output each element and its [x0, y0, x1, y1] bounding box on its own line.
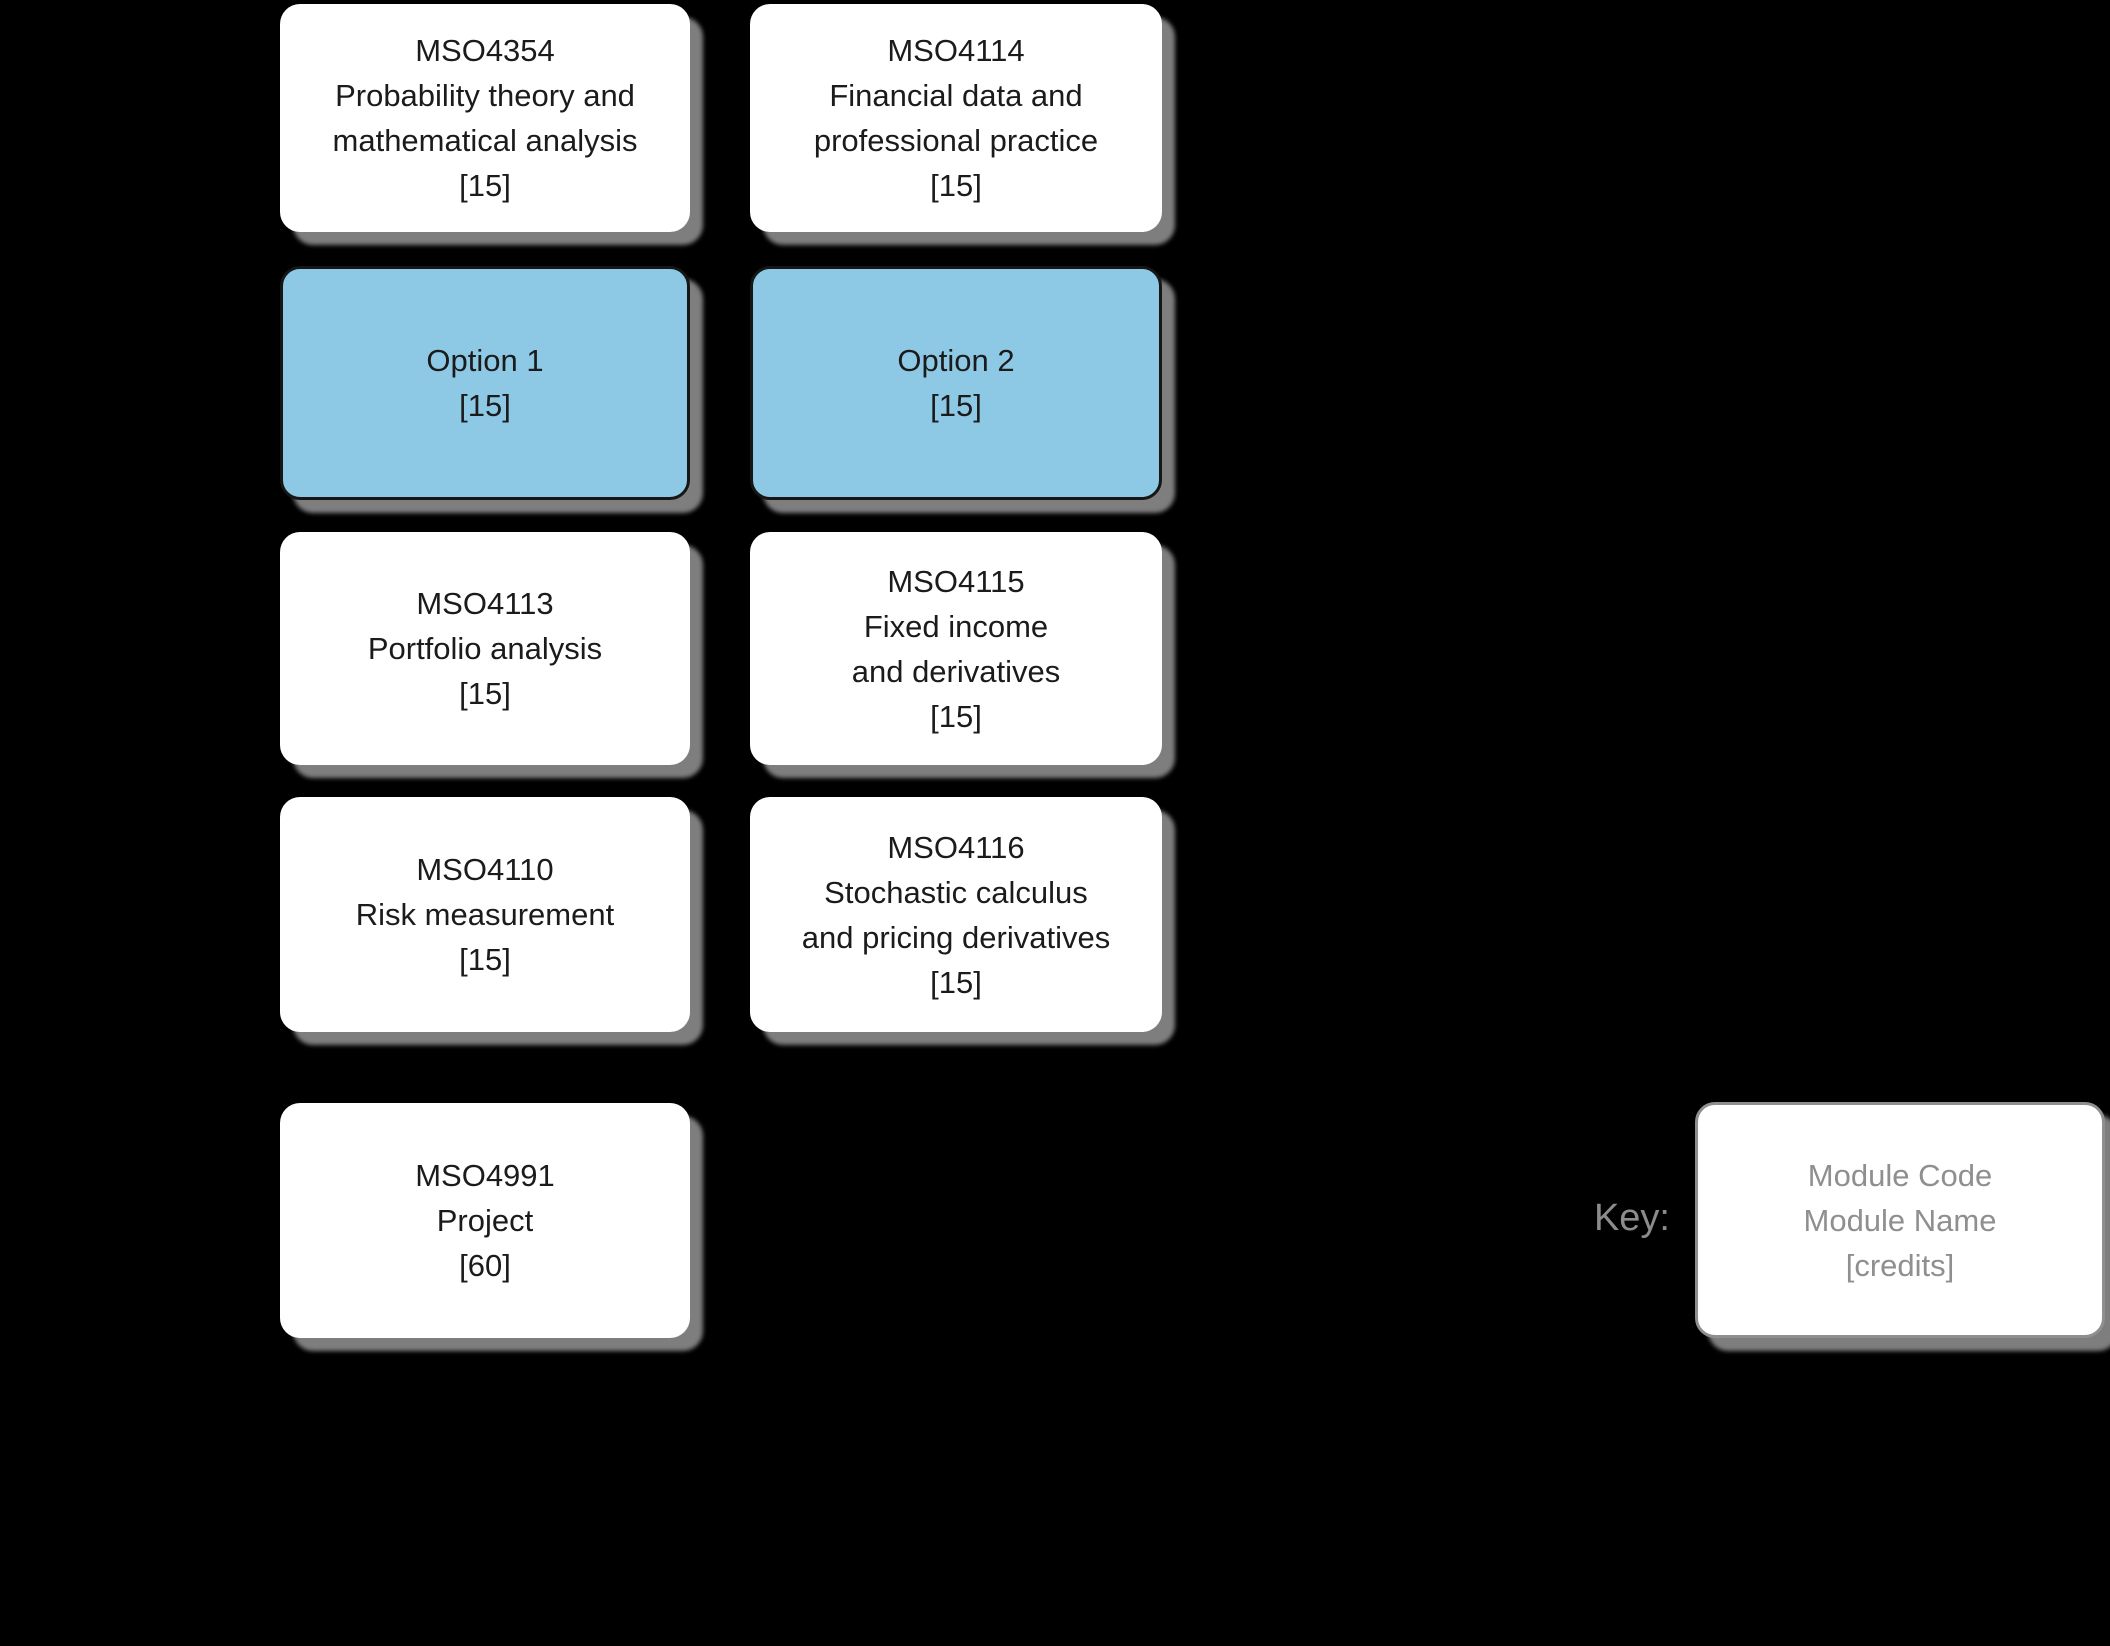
module-code: MSO4116 — [887, 829, 1025, 865]
key-module-name: Module Name — [1803, 1202, 1997, 1238]
module-credits: [15] — [930, 698, 982, 734]
module-credits: [60] — [459, 1248, 511, 1283]
module-card-mso4354: MSO4354 Probability theory and mathemati… — [280, 4, 690, 232]
module-credits: [15] — [459, 676, 511, 711]
module-code: MSO4115 — [887, 563, 1025, 599]
option-credits: [15] — [930, 388, 982, 423]
module-credits: [15] — [930, 168, 982, 203]
module-name: Probability theory and mathematical anal… — [332, 78, 638, 158]
module-code: MSO4354 — [415, 33, 555, 68]
option-credits: [15] — [459, 388, 511, 423]
module-card-mso4113: MSO4113 Portfolio analysis [15] — [280, 532, 690, 765]
key-module-code: Module Code — [1807, 1157, 1993, 1193]
module-card-mso4115: MSO4115 Fixed income and derivatives [15… — [750, 532, 1162, 765]
module-name: Risk measurement — [355, 897, 615, 932]
key-module-credits: [credits] — [1845, 1247, 1955, 1283]
module-card-mso4114: MSO4114 Financial data and professional … — [750, 4, 1162, 232]
module-credits: [15] — [459, 942, 511, 977]
module-name: Portfolio analysis — [367, 631, 603, 666]
module-name: Fixed income and derivatives — [851, 608, 1061, 689]
module-name: Financial data and professional practice — [813, 78, 1099, 158]
module-code: MSO4113 — [416, 586, 554, 621]
module-name: Project — [436, 1203, 534, 1238]
module-card-mso4110: MSO4110 Risk measurement [15] — [280, 797, 690, 1032]
module-card-mso4991: MSO4991 Project [60] — [280, 1103, 690, 1338]
module-card-mso4116: MSO4116 Stochastic calculus and pricing … — [750, 797, 1162, 1032]
module-code: MSO4114 — [887, 33, 1025, 68]
module-name: Stochastic calculus and pricing derivati… — [801, 874, 1111, 955]
module-credits: [15] — [930, 964, 982, 1000]
option-2-card: Option 2 [15] — [750, 266, 1162, 500]
key-legend-card: Module Code Module Name [credits] — [1695, 1102, 2105, 1338]
option-label: Option 2 — [897, 343, 1015, 378]
module-code: MSO4991 — [415, 1158, 555, 1193]
module-credits: [15] — [459, 168, 511, 203]
option-label: Option 1 — [426, 343, 544, 378]
module-code: MSO4110 — [416, 852, 554, 887]
option-1-card: Option 1 [15] — [280, 266, 690, 500]
key-label: Key: — [1593, 1197, 1670, 1239]
